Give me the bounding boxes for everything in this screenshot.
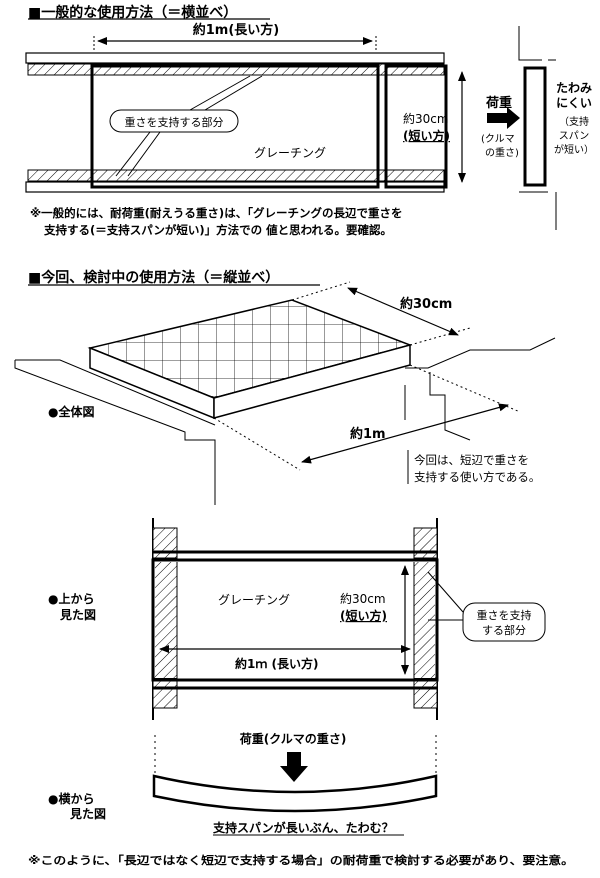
- length-label-2: 約1m: [350, 426, 386, 442]
- side-view-label-2: 見た図: [69, 806, 106, 821]
- short-label-value-top-view: 約30cm: [340, 591, 386, 606]
- width-extension-front: [409, 327, 471, 346]
- bend-sub-3: が短い）: [554, 143, 594, 156]
- bend-label-2: にくい: [556, 96, 592, 110]
- bottom-support-hatched: [27, 169, 445, 182]
- left-support-hatch-bottom: [152, 677, 178, 709]
- long-label-top-view: 約1ｍ (長い方): [235, 656, 319, 671]
- grating-plate-adjacent: [384, 64, 448, 189]
- length-label: 約1m(長い方): [193, 22, 279, 38]
- grating-label: グレーチング: [254, 146, 326, 160]
- load-sub-2: の重さ): [485, 146, 519, 159]
- top-view-label-2: 見た図: [59, 607, 96, 622]
- footer-note: ※このように、「長辺ではなく短辺で支持する場合」の耐荷重で検討する必要があり、要…: [28, 853, 574, 867]
- top-support-hatched: [27, 63, 445, 76]
- width-dimension-arrow: [347, 287, 459, 336]
- width-extension-back: [291, 281, 351, 301]
- support-callout-line2: する部分: [482, 623, 526, 637]
- side-view-label-1: ●横から: [48, 791, 94, 806]
- support-leader-top-view-1: [427, 571, 464, 613]
- width-label: 約30cm: [400, 296, 452, 312]
- side-wall-outline: [518, 26, 557, 230]
- short-label-note: (短い方): [403, 128, 450, 143]
- load-arrow-side: [280, 752, 308, 782]
- grating-plate-main: [90, 64, 380, 189]
- support-callout-line1: 重さを支持: [477, 608, 532, 622]
- load-label-side: 荷重(クルマの重さ): [239, 731, 347, 746]
- load-arrow: [487, 107, 520, 129]
- section3-top-view: グレーチング 約30cm (短い方) 約1ｍ (長い方) 重さを支持 する部分 …: [48, 518, 546, 720]
- support-leader-2: [204, 75, 263, 111]
- section2-perspective-layout: ■今回、検討中の使用方法（＝縦並べ） 約30cm 約1m ●全体図 今回は、短辺…: [14, 269, 556, 505]
- deflection-question: 支持スパンが長いぶん、たわむ？: [212, 820, 394, 835]
- side-plate-view: [523, 66, 547, 187]
- section1-title: ■一般的な使用方法（＝横並べ）: [28, 4, 237, 21]
- grating-right-support-zone: [414, 562, 435, 678]
- grating-label-top-view: グレーチング: [218, 593, 290, 607]
- support-leader-4: [127, 131, 161, 177]
- short-label-note-top-view: (短い方): [340, 608, 387, 623]
- load-label: 荷重: [485, 95, 512, 111]
- bend-label-1: たわみ: [556, 81, 592, 95]
- support-callout-box-top-view: [462, 602, 546, 642]
- bend-sub-1: （支持: [559, 115, 589, 128]
- length-dimension-arrow-2: [301, 403, 509, 464]
- section1-note-line2: 支持する(＝支持スパンが短い)」方法での 値と思われる。要確認。: [43, 223, 392, 237]
- section2-note-line1: 今回は、短辺で重さを: [414, 453, 529, 467]
- length-extension-back: [409, 364, 521, 413]
- ground-outline: [14, 337, 556, 505]
- overview-label: ●全体図: [48, 404, 94, 419]
- section4-side-view: 荷重(クルマの重さ) ●横から 見た図 支持スパンが長いぶん、たわむ？: [48, 731, 438, 836]
- top-view-label-1: ●上から: [48, 591, 94, 606]
- grating-left-support-zone: [155, 562, 177, 678]
- section2-note-line2: 支持する使い方である。: [414, 470, 540, 484]
- right-support-hatch-bottom: [413, 677, 438, 709]
- support-callout-box: [109, 109, 239, 133]
- bending-grating: [152, 774, 438, 813]
- top-beam-outer: [25, 52, 445, 64]
- support-leader-1: [189, 75, 251, 111]
- bend-sub-2: スパン: [559, 130, 590, 142]
- section1-conventional-layout: ■一般的な使用方法（＝横並べ） 約1m(長い方) 重さを支持する部分 グレーチン…: [25, 4, 594, 237]
- support-leader-3: [115, 131, 151, 177]
- load-sub-1: (クルマ: [481, 133, 515, 145]
- section1-note-line1: ※一般的には、耐荷重(耐えうる重さ)は、「グレーチングの長辺で重さを: [30, 206, 402, 220]
- short-label-value: 約30cm: [403, 111, 449, 126]
- length-extension-front: [213, 417, 301, 471]
- section2-title: ■今回、検討中の使用方法（＝縦並べ）: [28, 269, 279, 286]
- support-callout-label: 重さを支持する部分: [125, 115, 224, 129]
